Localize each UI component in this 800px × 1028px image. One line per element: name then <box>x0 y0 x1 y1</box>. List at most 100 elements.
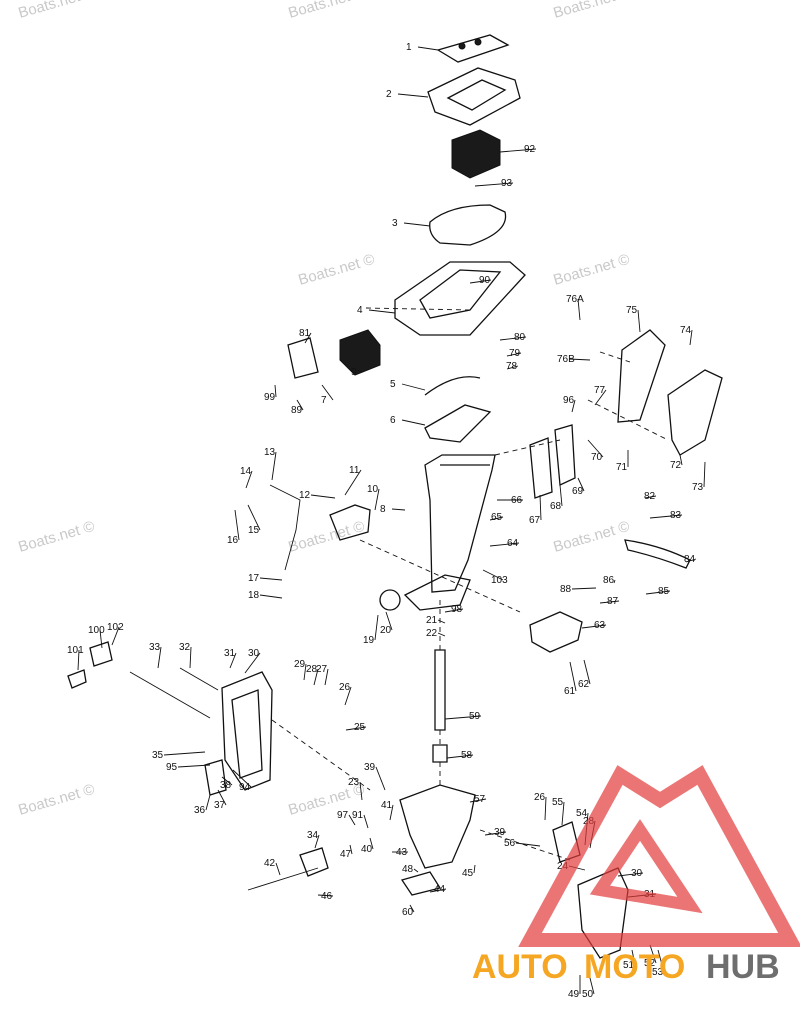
leader-line <box>544 796 547 821</box>
leader-line <box>348 814 356 826</box>
callout-38: 38 <box>220 776 233 791</box>
callout-label: 94 <box>239 782 251 793</box>
callout-label: 73 <box>692 482 704 493</box>
callout-label: 65 <box>491 512 503 523</box>
callout-label: 25 <box>354 722 366 733</box>
callout-label: 100 <box>88 625 105 636</box>
leader-line <box>356 369 364 373</box>
callout-23: 23 <box>348 777 363 801</box>
leader-line <box>310 494 336 499</box>
callout-label: 102 <box>107 622 124 633</box>
callout-label: 33 <box>149 642 161 653</box>
callout-label: 54 <box>576 808 588 819</box>
callout-label: 37 <box>214 800 226 811</box>
leader-line <box>244 652 261 674</box>
callout-6: 6 <box>390 415 426 426</box>
leader-line <box>587 969 595 995</box>
leader-line <box>581 624 607 629</box>
callout-label: 5 <box>390 379 396 390</box>
callout-46: 46 <box>317 891 334 902</box>
leader-line <box>232 769 252 788</box>
leader-line <box>205 794 211 811</box>
callout-label: 43 <box>396 847 408 858</box>
leader-line <box>368 309 396 314</box>
leader-line <box>569 661 577 692</box>
callout-96: 96 <box>563 395 576 413</box>
callout-82: 82 <box>644 491 657 502</box>
callout-label: 32 <box>179 642 191 653</box>
callout-15: 15 <box>247 504 261 536</box>
leader-line <box>245 470 253 489</box>
callout-label: 79 <box>509 348 521 359</box>
callout-label: 8 <box>380 504 386 515</box>
leader-line <box>469 279 492 284</box>
callout-label: 6 <box>390 415 396 426</box>
callout-59: 59 <box>444 711 482 722</box>
callout-7: 7 <box>321 384 334 406</box>
callout-17: 17 <box>248 573 283 584</box>
callout-93: 93 <box>474 178 514 189</box>
leader-line <box>561 801 565 826</box>
logo-triangle-outer <box>518 765 800 947</box>
callout-label: 60 <box>402 907 414 918</box>
callout-97: 97 <box>337 810 356 826</box>
callout-76A: 76A <box>566 294 584 321</box>
callout-label: 57 <box>474 794 486 805</box>
callout-34: 34 <box>307 830 320 849</box>
callout-label: 2 <box>386 89 392 100</box>
callout-label: 1 <box>406 42 412 53</box>
callout-label: 85 <box>658 586 670 597</box>
callout-label: 76B <box>557 354 575 365</box>
callout-64: 64 <box>489 538 520 549</box>
callout-39: 39 <box>364 762 386 791</box>
callout-19: 19 <box>363 614 379 646</box>
logo-triangle-inner <box>589 819 703 914</box>
callout-66: 66 <box>497 495 523 506</box>
callout-label: 7 <box>321 395 327 406</box>
callout-label: 16 <box>227 535 239 546</box>
callout-27: 27 <box>316 664 329 686</box>
leader-line <box>499 336 527 341</box>
leader-line <box>189 646 192 669</box>
leader-line <box>344 686 352 706</box>
callout-26: 26 <box>534 792 547 821</box>
callout-36: 36 <box>194 794 211 816</box>
watermark-text: Boats.net <box>16 0 82 22</box>
callout-83: 83 <box>649 510 683 521</box>
leader-line <box>587 439 604 458</box>
callout-90: 90 <box>469 275 492 286</box>
leader-line <box>594 389 607 406</box>
leader-line <box>344 469 362 496</box>
callout-label: 89 <box>291 405 303 416</box>
leader-line <box>403 222 431 227</box>
callout-label: 30 <box>631 868 643 879</box>
callout-label: 98 <box>451 604 463 615</box>
callout-label: 41 <box>381 800 393 811</box>
callout-11: 11 <box>344 465 362 496</box>
callout-label: 92 <box>524 144 536 155</box>
callout-10: 10 <box>367 484 380 511</box>
callout-18: 18 <box>248 590 283 601</box>
leader-line <box>391 508 406 511</box>
leader-line <box>469 798 487 803</box>
leader-line <box>571 587 597 590</box>
leader-line <box>489 542 520 547</box>
callout-33: 33 <box>149 642 162 669</box>
leader-line <box>583 659 591 685</box>
callout-label: 44 <box>434 884 446 895</box>
callout-label: 40 <box>361 844 373 855</box>
callout-52: 52 <box>644 944 657 969</box>
callout-98: 98 <box>444 604 464 615</box>
callout-32: 32 <box>179 642 192 669</box>
callout-103: 103 <box>482 569 508 586</box>
callout-95: 95 <box>166 762 211 773</box>
callout-label: 80 <box>514 332 526 343</box>
leader-line <box>649 514 683 519</box>
callout-label: 42 <box>264 858 276 869</box>
leader-line <box>446 754 474 759</box>
leader-line <box>703 461 706 488</box>
callout-22: 22 <box>426 628 446 639</box>
callout-label: 10 <box>367 484 379 495</box>
callout-label: 26 <box>339 682 351 693</box>
